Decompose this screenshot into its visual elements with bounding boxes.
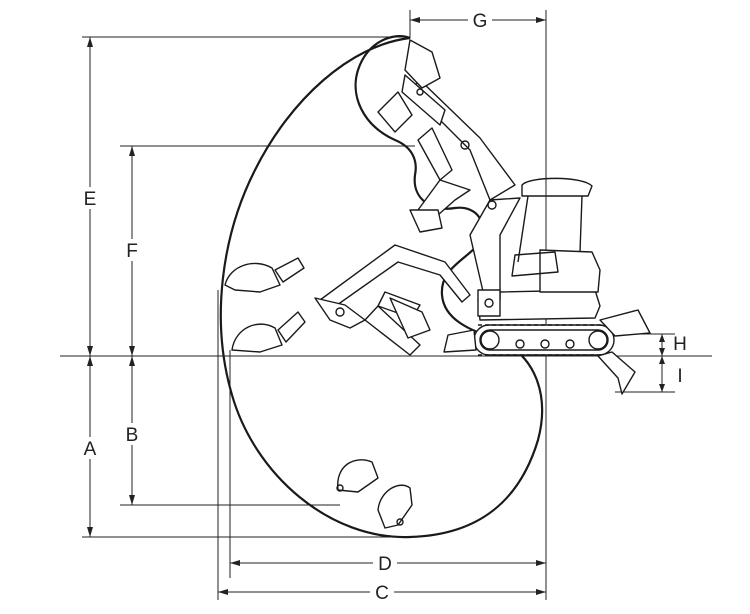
crawler-track [473, 324, 615, 356]
bucket-below-ground-2 [377, 484, 413, 529]
swing-post [477, 289, 501, 317]
label-f: F [126, 241, 138, 262]
excavator-machine [224, 39, 651, 529]
dozer-blade-raised [599, 309, 651, 337]
label-b: B [126, 425, 139, 446]
label-e: E [84, 189, 97, 210]
dimension-c: C [218, 581, 546, 604]
boom-arm-mid [409, 179, 471, 233]
dimension-d: D [230, 552, 546, 575]
dimension-g: G [410, 9, 546, 32]
dimension-f: F [120, 146, 144, 356]
bucket-upper-left [377, 91, 413, 133]
dozer-blade-lowered [597, 351, 636, 395]
label-d: D [378, 554, 392, 575]
dimension-a: A [78, 356, 102, 537]
dozer-blade-left [443, 329, 477, 353]
engine-hood [539, 249, 601, 293]
bucket-mid [389, 297, 431, 339]
dimension-i: I [659, 356, 683, 392]
boom-arm-raised [401, 74, 521, 301]
bucket-below-ground-1 [336, 459, 379, 493]
label-g: G [473, 11, 488, 32]
label-i: I [677, 366, 682, 387]
bucket-top [404, 39, 441, 89]
bucket-far-left-upper [224, 257, 305, 293]
label-h: H [673, 334, 687, 355]
canopy [511, 177, 593, 277]
label-c: C [375, 583, 389, 604]
label-a: A [84, 439, 97, 460]
bucket-far-left-lower [231, 311, 306, 353]
dimension-e: E [78, 37, 102, 356]
dimension-h: H [659, 334, 687, 356]
dimension-b: B [120, 356, 144, 505]
